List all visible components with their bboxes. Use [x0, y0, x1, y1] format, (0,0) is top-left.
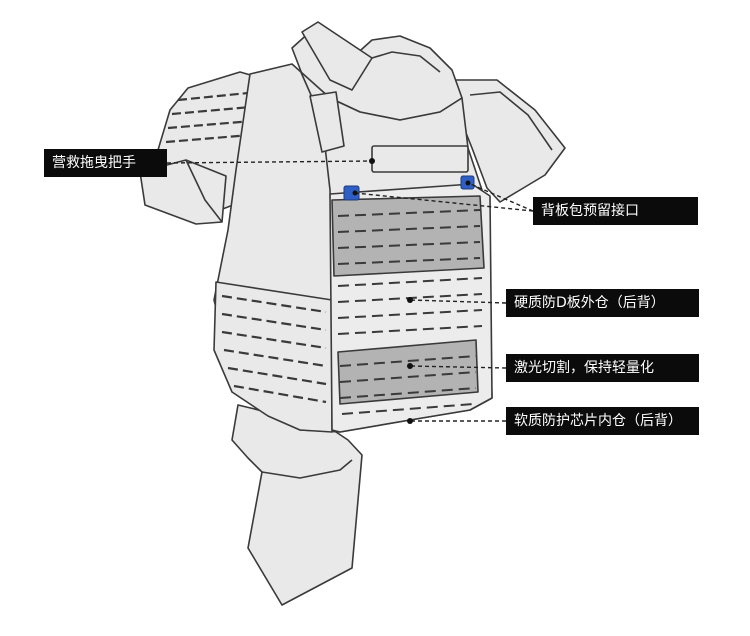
label-hard-plate-pocket: 硬质防D板外仓（后背）: [506, 289, 699, 317]
right-shoulder-pad: [454, 79, 566, 203]
left-connector-icon: [343, 185, 360, 201]
rescue-handle: [309, 91, 469, 173]
label-back-panel-interface: 背板包预留接口: [533, 197, 698, 225]
leader-laser: [409, 365, 507, 369]
back-panel-slots: [337, 209, 483, 415]
leader-back-left: [354, 192, 534, 212]
lower-protector: [231, 404, 363, 606]
leader-back-right: [467, 182, 534, 212]
label-soft-armor-pocket: 软质防护芯片内仓（后背）: [506, 407, 699, 435]
cummerbund-slots: [221, 294, 327, 404]
back-panel: [329, 183, 493, 433]
label-laser-cut: 激光切割，保持轻量化: [506, 354, 699, 382]
label-rescue-handle: 营救拖曳把手: [44, 149, 167, 177]
callout-dots: [352, 158, 471, 424]
leader-hard: [409, 299, 507, 304]
leader-handle: [166, 160, 373, 164]
callout-lines: [166, 160, 534, 422]
